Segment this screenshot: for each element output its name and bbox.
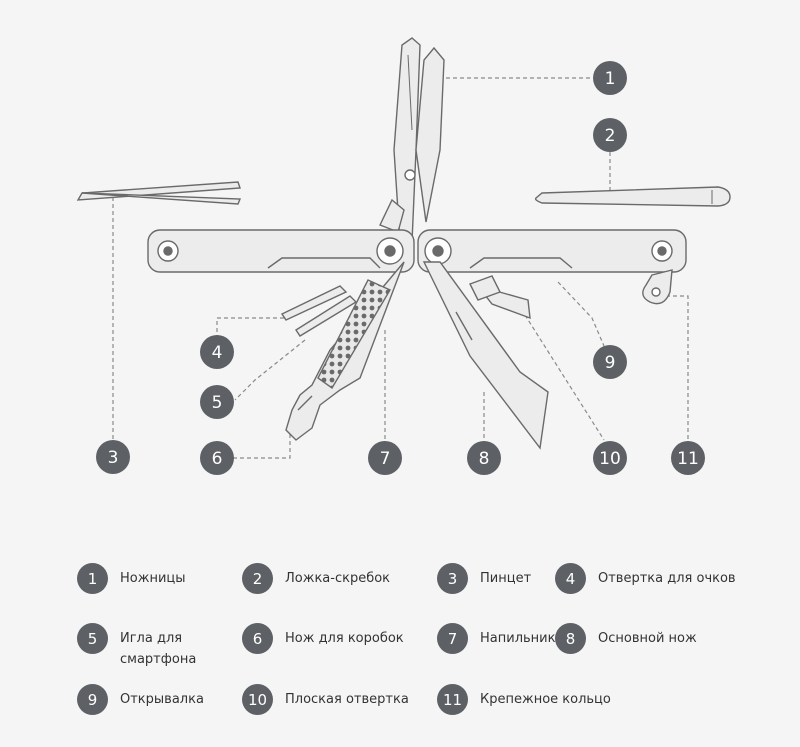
svg-text:10: 10 — [599, 449, 621, 469]
leader-lines — [112, 77, 689, 459]
svg-text:11: 11 — [677, 449, 699, 469]
callout-9: 9 — [593, 345, 627, 379]
legend-label: Ложка-скребок — [285, 571, 391, 586]
legend-badge: 1 — [77, 563, 108, 594]
legend-item-attachment-ring: 11 Крепежное кольцо — [437, 684, 611, 715]
main-knife-tool — [422, 261, 549, 450]
callout-badges: 1 2 3 4 5 6 7 8 9 10 11 — [96, 61, 705, 475]
legend-label: Пинцет — [480, 571, 532, 586]
svg-text:6: 6 — [212, 449, 223, 469]
legend-badge: 5 — [77, 623, 108, 654]
callout-6: 6 — [200, 441, 234, 475]
legend-badge: 9 — [77, 684, 108, 715]
legend-item-spoon-scraper: 2 Ложка-скребок — [242, 563, 390, 594]
legend-label: Отвертка для очков — [598, 571, 736, 586]
callout-2: 2 — [593, 118, 627, 152]
eyeglass-screwdriver-tool — [280, 285, 348, 321]
legend-item-scissors: 1 Ножницы — [77, 563, 186, 594]
multitool-diagram: 1 2 3 4 5 6 7 8 9 10 11 — [76, 37, 731, 475]
legend-label: Нож для коробок — [285, 631, 404, 646]
legend-badge: 3 — [437, 563, 468, 594]
legend-badge: 2 — [242, 563, 273, 594]
legend-label: Основной нож — [598, 631, 697, 646]
legend-label: Крепежное кольцо — [480, 692, 611, 707]
legend-label: Напильник — [480, 631, 556, 646]
flat-screwdriver-tool — [469, 275, 501, 301]
right-handle — [417, 229, 687, 273]
legend-item-file: 7 Напильник — [437, 623, 555, 654]
svg-text:8: 8 — [479, 449, 490, 469]
legend-badge: 4 — [555, 563, 586, 594]
callout-5: 5 — [200, 385, 234, 419]
svg-text:1: 1 — [605, 69, 616, 89]
legend-item-eyeglass-screwdriver: 4 Отвертка для очков — [555, 563, 736, 594]
legend-item-box-cutter: 6 Нож для коробок — [242, 623, 404, 654]
left-handle — [147, 229, 415, 273]
callout-1: 1 — [593, 61, 627, 95]
callout-3: 3 — [96, 440, 130, 474]
callout-10: 10 — [593, 441, 627, 475]
svg-text:3: 3 — [108, 448, 119, 468]
legend-label: Игла для смартфона — [120, 631, 197, 667]
file-tool — [317, 279, 391, 390]
svg-text:4: 4 — [212, 343, 223, 363]
legend-label: Плоская отвертка — [285, 692, 409, 707]
legend-badge: 11 — [437, 684, 468, 715]
tweezers-tool — [76, 181, 242, 205]
legend-item-main-knife: 8 Основной нож — [555, 623, 697, 654]
svg-text:9: 9 — [605, 353, 616, 373]
callout-7: 7 — [368, 441, 402, 475]
svg-text:7: 7 — [380, 449, 391, 469]
svg-text:2: 2 — [605, 126, 616, 146]
legend-badge: 6 — [242, 623, 273, 654]
legend-item-tweezers: 3 Пинцет — [437, 563, 531, 594]
legend-item-sim-needle: 5 Игла для смартфона — [77, 623, 196, 670]
scissors-tool — [379, 37, 445, 243]
legend-badge: 8 — [555, 623, 586, 654]
spoon-scraper-tool — [534, 186, 731, 207]
callout-11: 11 — [671, 441, 705, 475]
legend-badge: 10 — [242, 684, 273, 715]
legend-item-flat-screwdriver: 10 Плоская отвертка — [242, 684, 409, 715]
callout-4: 4 — [200, 335, 234, 369]
legend-label: Ножницы — [120, 571, 186, 586]
legend-badge: 7 — [437, 623, 468, 654]
attachment-ring — [642, 269, 673, 305]
callout-8: 8 — [467, 441, 501, 475]
svg-text:5: 5 — [212, 393, 223, 413]
legend-item-bottle-opener: 9 Открывалка — [77, 684, 204, 715]
legend-label: Открывалка — [120, 692, 204, 707]
